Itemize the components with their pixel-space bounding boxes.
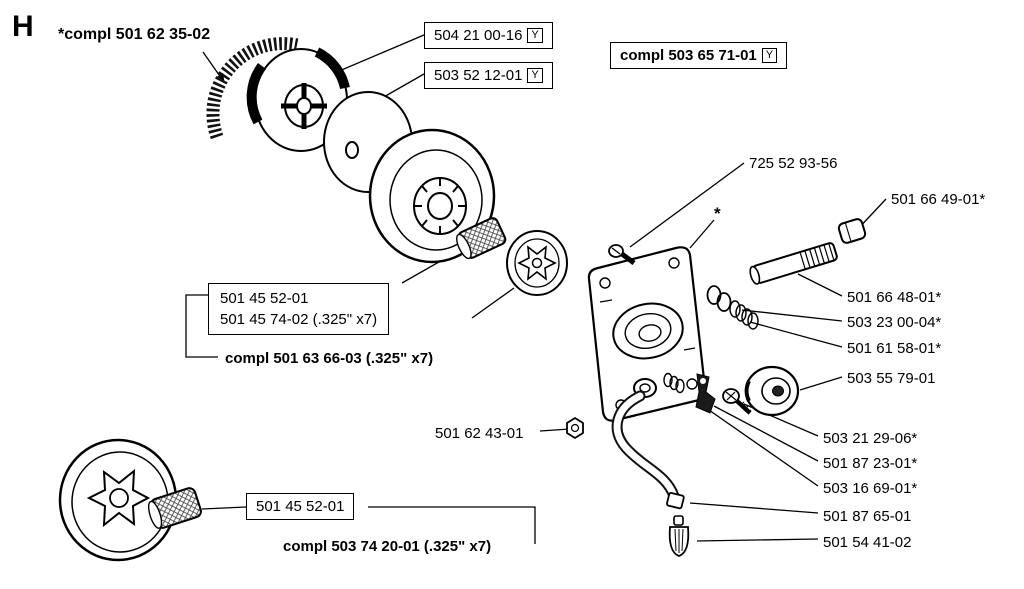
part-label-504-21-00-16: 504 21 00-16 Y: [424, 22, 553, 50]
clutch-drum-part: [368, 128, 496, 264]
header-assembly-label: *compl 501 62 35-02: [56, 26, 213, 44]
part-label-501-87-65-01: 501 87 65-01: [820, 507, 915, 527]
bottom-needle-bearing-part: [147, 487, 202, 529]
clutch-spring-part: [206, 37, 299, 140]
part-label-compl-503-74-20-01: compl 503 74 20-01 (.325" x7): [280, 537, 495, 557]
pump-screw-part: [722, 388, 752, 415]
needle-bearing-part: [456, 217, 507, 260]
pump-cover-part: [744, 365, 800, 417]
sprocket-group-box: 501 45 52-01 501 45 74-02 (.325" x7): [208, 283, 390, 335]
part-label-501-61-58-01: 501 61 58-01*: [844, 339, 945, 359]
oil-pickup-part: [668, 515, 690, 557]
part-label-501-45-74-02: 501 45 74-02 (.325" x7): [220, 311, 378, 328]
y-tag-icon: Y: [761, 48, 778, 63]
bottom-clutch-drum-part: [58, 438, 178, 562]
nut-part: [566, 416, 584, 440]
part-label-503-23-00-04: 503 23 00-04*: [844, 313, 945, 333]
oil-hose-part: [611, 378, 685, 510]
part-number: 503 52 12-01: [434, 67, 523, 84]
pump-cap-part: [837, 218, 867, 244]
lever-spring-part: [663, 372, 685, 394]
part-label-503-16-69-01: 503 16 69-01*: [820, 479, 921, 499]
part-number: compl 503 65 71-01: [620, 47, 757, 64]
y-tag-icon: Y: [527, 28, 543, 43]
part-label-compl-503-65-71-01: compl 503 65 71-01 Y: [610, 42, 788, 70]
part-label-503-21-29-06: 503 21 29-06*: [820, 429, 921, 449]
part-number: 504 21 00-16: [434, 27, 523, 44]
part-label-501-45-52-01-b: 501 45 52-01: [246, 493, 355, 521]
part-label-501-66-49-01: 501 66 49-01*: [888, 190, 989, 210]
rim-sprocket-part: [506, 230, 568, 296]
pump-mount-screw-part: [608, 244, 636, 265]
pump-plunger-part: [749, 242, 838, 285]
pump-lever-part: [695, 373, 716, 414]
asterisk-marker: *: [714, 204, 721, 223]
part-label-501-87-23-01: 501 87 23-01*: [820, 454, 921, 474]
part-label-501-66-48-01: 501 66 48-01*: [844, 288, 945, 308]
pump-spring-part: [706, 285, 759, 330]
clutch-assembly-part: [246, 47, 350, 152]
part-label-compl-501-63-66-03: compl 501 63 66-03 (.325" x7): [222, 349, 437, 369]
part-label-501-45-52-01-a: 501 45 52-01: [220, 290, 309, 307]
part-label-501-62-43-01: 501 62 43-01: [432, 424, 527, 444]
y-tag-icon: Y: [527, 68, 543, 83]
part-label-725-52-93-56: 725 52 93-56: [746, 154, 841, 174]
part-label-503-52-12-01: 503 52 12-01 Y: [424, 62, 553, 90]
leader-header-spring: [202, 51, 225, 83]
part-label-501-54-41-02: 501 54 41-02: [820, 533, 915, 553]
section-letter: H: [12, 10, 34, 43]
part-label-503-55-79-01: 503 55 79-01: [844, 369, 939, 389]
